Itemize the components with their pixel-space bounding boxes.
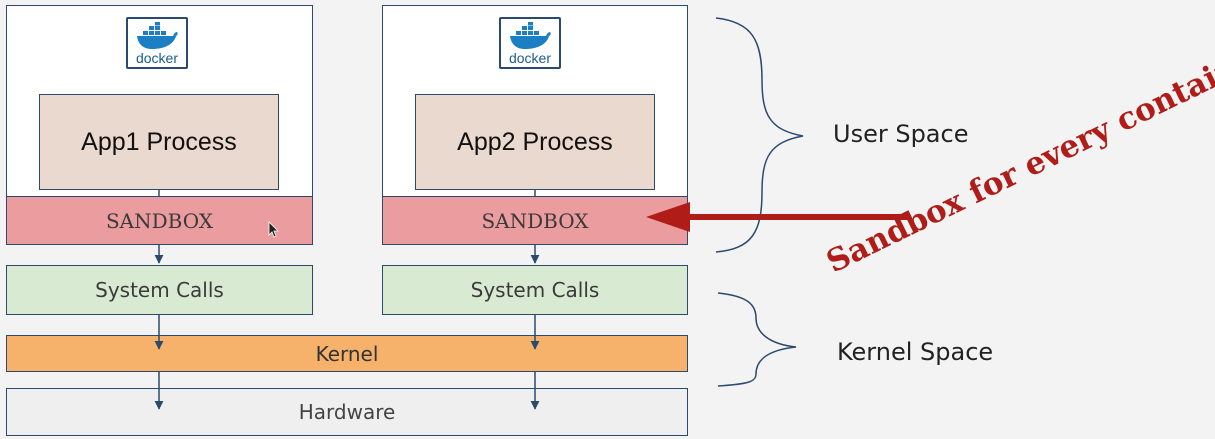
sandbox-annotation-arrow-head xyxy=(646,202,690,232)
mouse-cursor-icon xyxy=(268,221,279,238)
docker-logo-text: docker xyxy=(135,50,179,66)
docker-logo-1: docker xyxy=(126,17,188,69)
docker-whale-icon xyxy=(510,22,551,49)
sandbox-1: SANDBOX xyxy=(6,196,313,245)
app2-process-box: App2 Process xyxy=(415,94,655,190)
kernel-space-brace xyxy=(717,292,797,387)
docker-logo-2: docker xyxy=(499,17,561,69)
kernel-layer: Kernel xyxy=(6,335,688,372)
user-space-brace xyxy=(715,17,804,253)
system-calls-2: System Calls xyxy=(382,265,688,315)
system-calls-1: System Calls xyxy=(6,265,313,315)
app1-process-box: App1 Process xyxy=(39,94,279,190)
docker-logo-text: docker xyxy=(508,50,552,66)
user-space-label: User Space xyxy=(833,120,969,148)
docker-whale-icon xyxy=(137,22,178,49)
hardware-layer: Hardware xyxy=(6,388,688,436)
sandbox-2: SANDBOX xyxy=(382,196,688,245)
kernel-space-label: Kernel Space xyxy=(837,338,994,366)
